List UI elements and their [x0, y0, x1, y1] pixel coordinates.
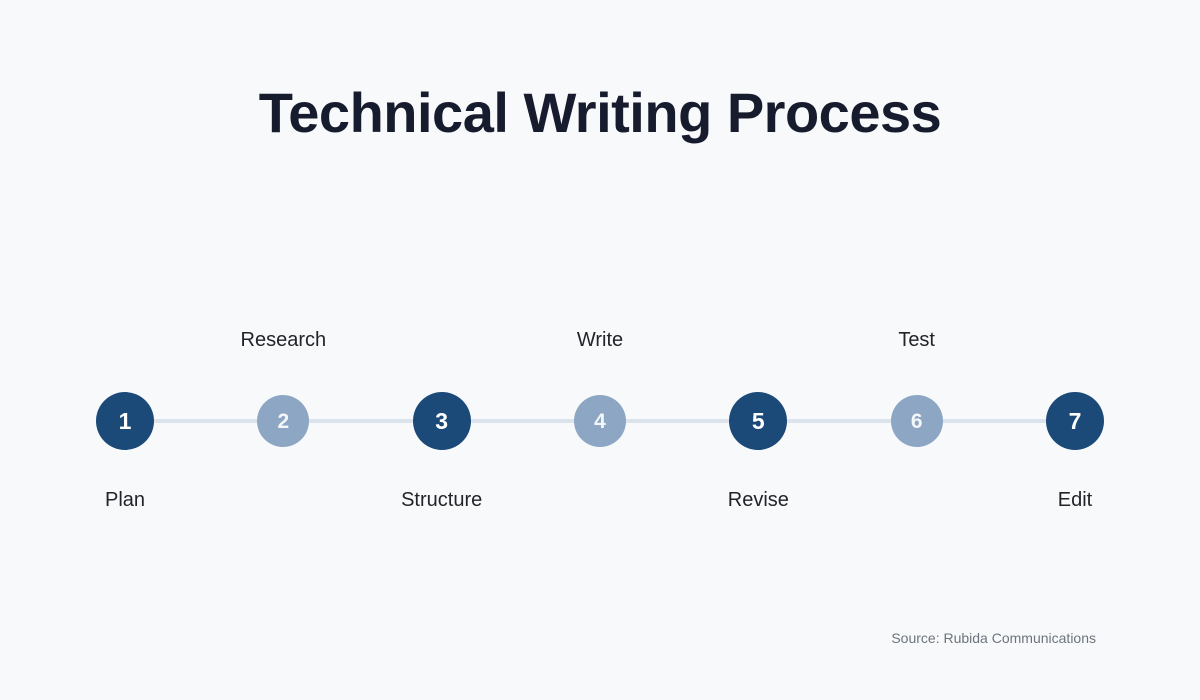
step-label-plan: Plan [104, 489, 146, 511]
step-label-revise: Revise [727, 489, 789, 511]
step-label-test: Test [898, 329, 935, 351]
step-label-structure: Structure [401, 489, 483, 511]
step-marker-7[interactable]: 7 [1046, 392, 1104, 450]
step-marker-4[interactable]: 4 [574, 395, 626, 447]
page-title: Technical Writing Process [258, 81, 942, 144]
step-label-research: Research [240, 329, 327, 351]
step-marker-6[interactable]: 6 [890, 395, 943, 447]
step-marker-2[interactable]: 2 [257, 395, 310, 447]
step-label-write: Write [576, 329, 624, 351]
step-label-edit: Edit [1057, 489, 1093, 511]
source-attribution: Source: Rubida Communications [891, 630, 1096, 646]
step-marker-5[interactable]: 5 [729, 392, 788, 450]
step-marker-1[interactable]: 1 [96, 392, 154, 450]
step-marker-3[interactable]: 3 [412, 392, 471, 450]
